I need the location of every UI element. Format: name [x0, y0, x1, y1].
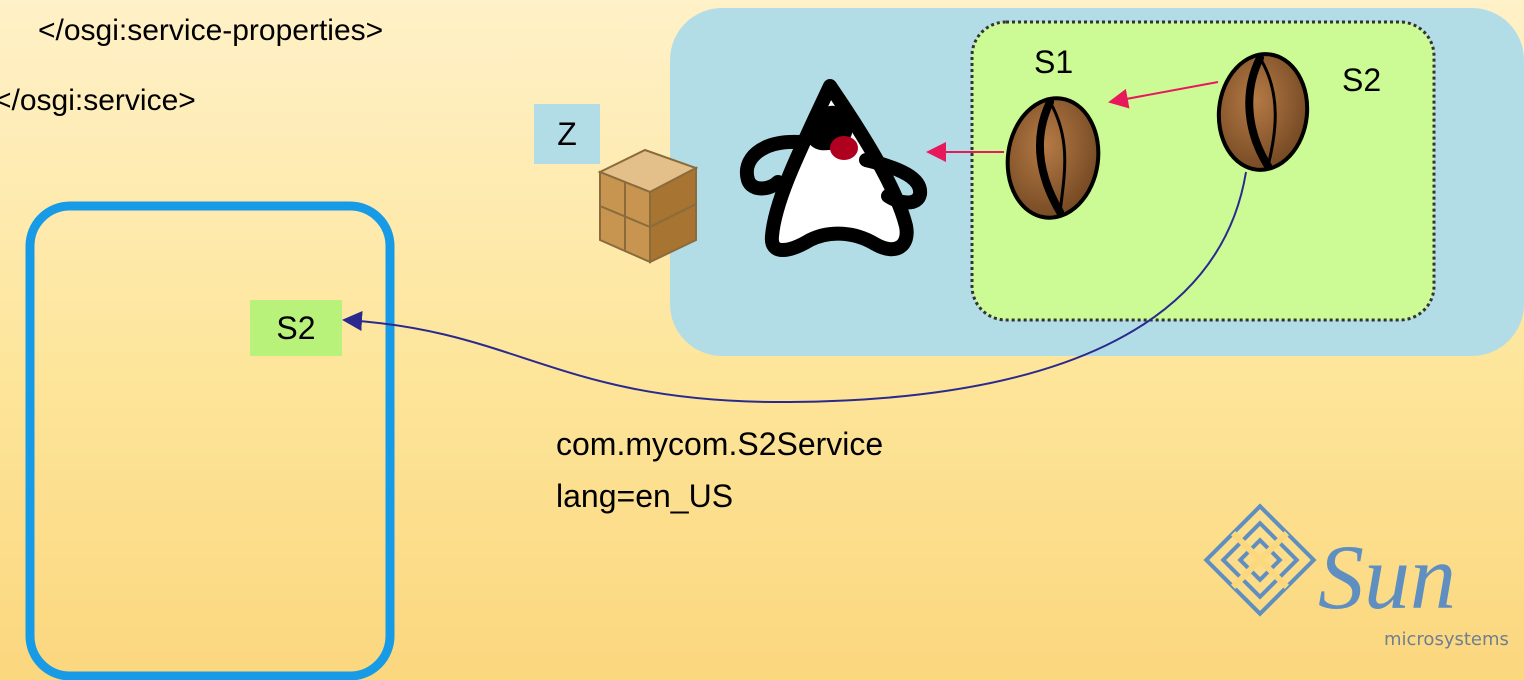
bundle-z-label: Z — [534, 104, 600, 164]
bean-s2-icon — [1216, 52, 1310, 172]
sun-logo: Sun microsystems — [1203, 503, 1509, 650]
arrow-export-s2 — [342, 171, 1247, 404]
arrow-s2-to-s1 — [1108, 81, 1219, 109]
code-line-service-properties-close: </osgi:service-properties> — [38, 14, 384, 47]
service-interface-caption: com.mycom.S2Service lang=en_US — [556, 418, 883, 522]
code-line-service-close: </osgi:service> — [0, 84, 196, 117]
client-bundle-box — [25, 201, 395, 680]
sun-subtitle: microsystems — [1384, 629, 1509, 650]
package-icon — [597, 148, 699, 264]
service-interface-name: com.mycom.S2Service — [556, 426, 884, 462]
bundle-container — [970, 20, 1436, 322]
bean-s1-icon — [1005, 96, 1101, 220]
sun-wordmark: Sun — [1318, 526, 1456, 628]
duke-mascot-icon — [739, 79, 927, 257]
service-s2-label: S2 — [1342, 62, 1382, 98]
service-s1-label: S1 — [1034, 44, 1074, 80]
service-property: lang=en_US — [556, 478, 734, 514]
imported-service-s2-label: S2 — [250, 300, 342, 356]
